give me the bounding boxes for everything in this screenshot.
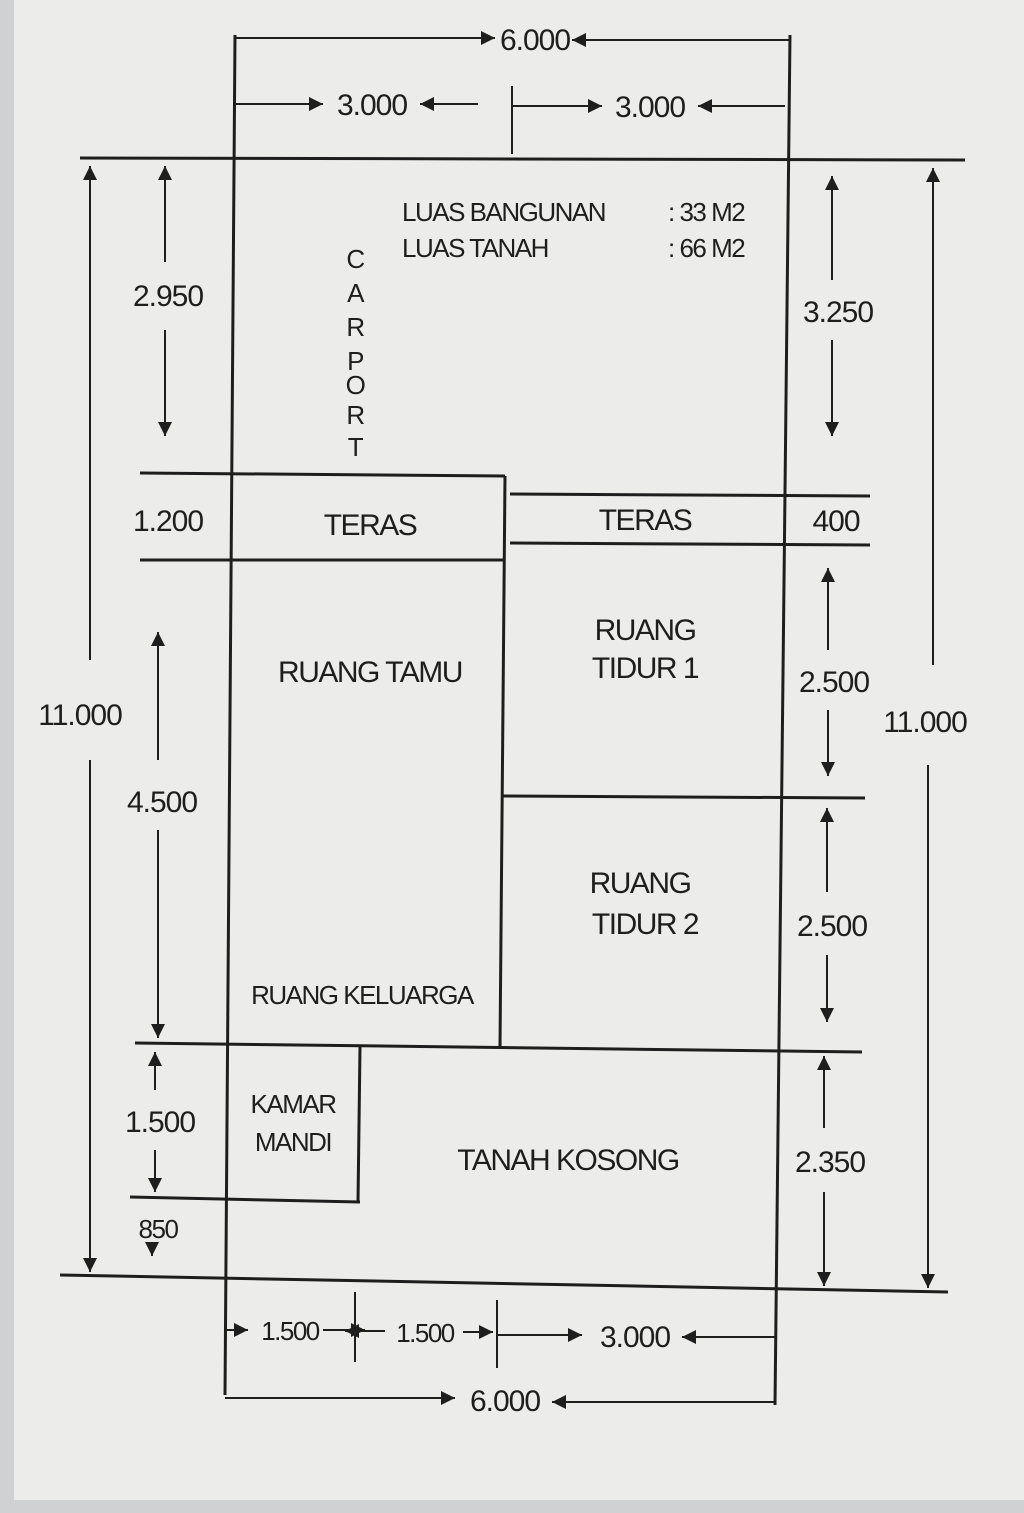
room-label-tanah-kosong: TANAH KOSONG — [457, 1144, 679, 1177]
carport-letter: C — [346, 244, 364, 274]
dim-left-carport: 2.950 — [133, 280, 203, 313]
dim-right-teras: 400 — [812, 505, 859, 538]
dim-bottom-a: 1.500 — [261, 1316, 320, 1346]
dim-left-living: 4.500 — [127, 786, 197, 819]
carport-letter: O — [346, 370, 365, 400]
dim-right-carport: 3.250 — [803, 296, 873, 329]
paper-sheet — [14, 0, 1024, 1500]
land-area-label: LUAS TANAH — [402, 233, 548, 263]
room-label-ruang-tidur-2-line2: TIDUR 2 — [592, 908, 699, 941]
dim-top-left: 3.000 — [337, 89, 407, 122]
room-label-ruang-tidur-1-line1: RUANG — [595, 614, 696, 647]
dim-right-bed1: 2.500 — [799, 666, 869, 699]
room-label-carport: C A R P O R T — [346, 244, 367, 462]
dim-right-bed2: 2.500 — [797, 910, 867, 943]
room-label-teras-left: TERAS — [324, 509, 417, 542]
dim-top-right: 3.000 — [615, 91, 685, 124]
left-dimension-lines — [83, 166, 172, 1272]
dim-top-total: 6.000 — [500, 24, 570, 57]
room-label-kamar-mandi-line2: MANDI — [255, 1127, 331, 1157]
carport-letter: R — [346, 400, 364, 430]
dim-left-bath: 1.500 — [125, 1106, 195, 1139]
dim-left-total: 11.000 — [38, 699, 122, 732]
dim-bottom-c: 3.000 — [600, 1321, 670, 1354]
top-dimension-lines — [235, 31, 790, 154]
carport-letter: A — [347, 278, 365, 308]
room-label-ruang-tidur-2-line1: RUANG — [590, 867, 691, 900]
dim-right-empty: 2.350 — [795, 1146, 865, 1179]
dim-left-teras: 1.200 — [133, 505, 203, 538]
bottom-dimension-lines — [225, 1292, 775, 1409]
dim-left-rear: 850 — [139, 1214, 179, 1244]
room-label-teras-right: TERAS — [599, 504, 692, 537]
carport-letter: P — [347, 346, 363, 376]
plan-walls — [59, 34, 966, 1406]
dim-bottom-total: 6.000 — [470, 1385, 540, 1418]
room-label-kamar-mandi-line1: KAMAR — [251, 1089, 337, 1119]
land-area-value: : 66 M2 — [668, 233, 745, 263]
dim-right-total: 11.000 — [883, 706, 967, 739]
room-label-ruang-keluarga: RUANG KELUARGA — [251, 980, 475, 1010]
room-label-ruang-tidur-1-line2: TIDUR 1 — [592, 652, 699, 685]
right-dimension-lines — [817, 168, 940, 1288]
carport-letter: R — [346, 312, 364, 342]
building-area-value: : 33 M2 — [668, 197, 745, 227]
carport-letter: T — [348, 432, 364, 462]
building-area-label: LUAS BANGUNAN — [402, 197, 605, 227]
dim-bottom-b: 1.500 — [396, 1318, 455, 1348]
room-label-ruang-tamu: RUANG TAMU — [278, 656, 462, 689]
